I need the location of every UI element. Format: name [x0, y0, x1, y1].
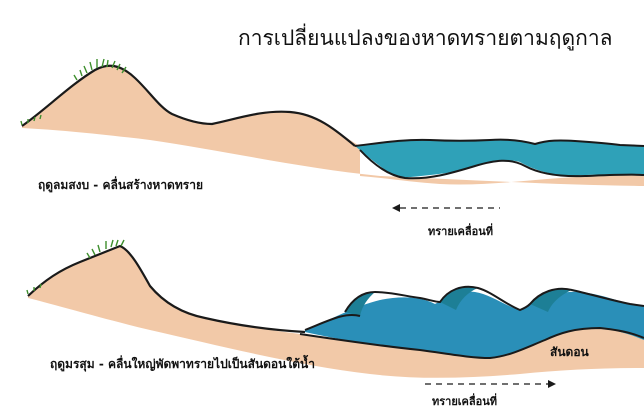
calm-sand-movement-arrow: [392, 204, 500, 212]
sand-bar-label: สันดอน: [550, 343, 589, 362]
calm-sand-movement-label: ทรายเคลื่อนที่: [428, 222, 493, 240]
calm-water: [355, 140, 644, 178]
calm-season-profile: [21, 59, 644, 186]
calm-season-caption: ฤดูลมสงบ - คลื่นสร้างหาดทราย: [38, 176, 203, 195]
diagram-title: การเปลี่ยนแปลงของหาดทรายตามฤดูกาล: [238, 22, 613, 55]
monsoon-sand-movement-label: ทรายเคลื่อนที่: [432, 392, 497, 410]
monsoon-sand-movement-arrow: [425, 380, 556, 388]
monsoon-season-caption: ฤดูมรสุม - คลื่นใหญ่พัดพาทรายไปเป็นสันดอ…: [50, 355, 315, 374]
